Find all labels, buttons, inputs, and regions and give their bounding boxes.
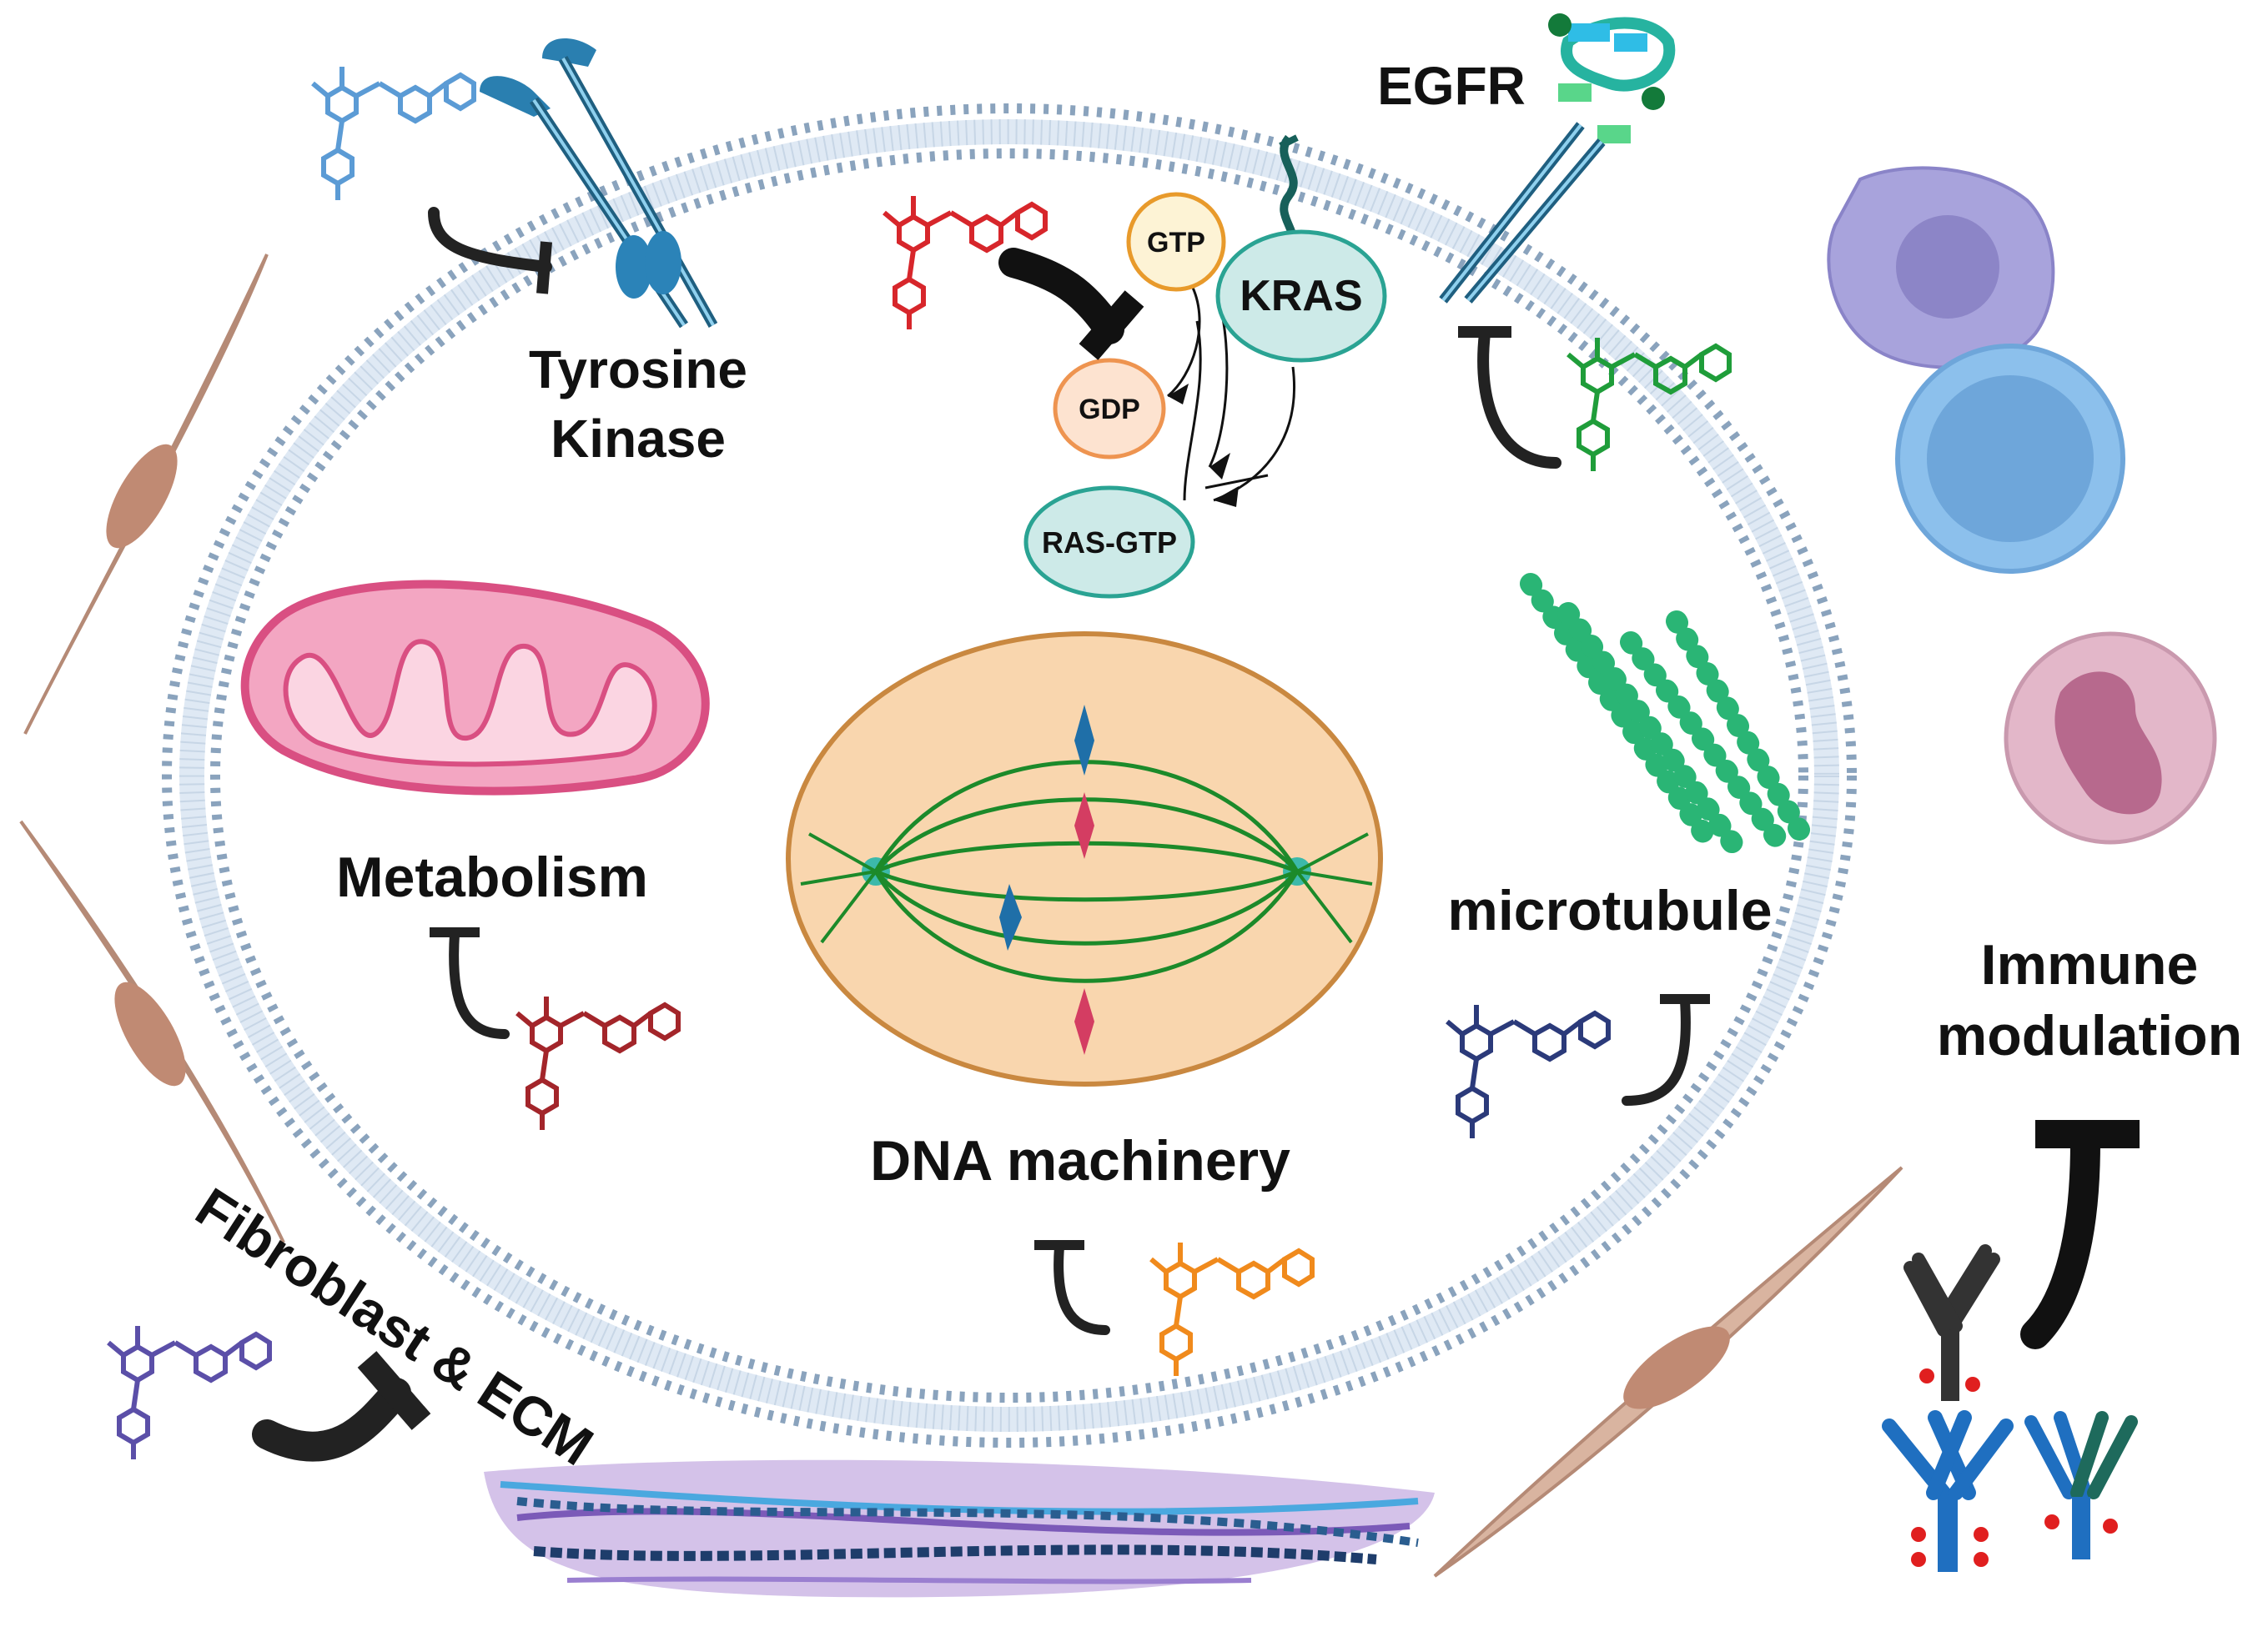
immune-modulation-label-line1: Immune [1981,933,2199,997]
inhibition-t-bar-icon [430,927,510,1039]
microtubule-label: microtubule [1447,879,1772,942]
mitotic-spindle-icon [786,631,1383,1087]
immune-cell-icon [2004,631,2217,845]
ras-gtp-label: RAS-GTP [1042,525,1177,560]
ras-gtp-node [1023,485,1195,599]
immune-cell-icon [1895,344,2125,574]
inhibition-t-bar-icon [1458,326,1561,469]
fibroblast-cell-icon [1433,1166,1903,1578]
drug-molecule-icon [313,67,474,200]
cell-membrane [162,103,1857,1448]
inhibition-t-bar-icon [998,248,1144,360]
drug-molecule-icon [1447,1005,1608,1138]
drug-molecule-icon [517,997,678,1130]
fibroblast-cell-icon [19,820,285,1243]
gdp-node [1053,358,1166,459]
antibody-icon [2024,1411,2138,1559]
inhibition-t-bar-icon [2020,1120,2140,1349]
gdp-label: GDP [1079,394,1140,425]
tyrosine-kinase-label-line2: Kinase [551,409,726,469]
fibroblast-ecm-label: Fibroblast & ECM [185,1176,604,1478]
inhibition-t-bar-icon [1622,994,1710,1106]
tyrosine-kinase-receptor-icon [480,38,718,329]
gtp-node [1126,192,1226,292]
microtubule-icon [1520,573,1813,857]
egfr-receptor-icon [1439,13,1676,304]
gtp-label: GTP [1147,227,1205,259]
egfr-label: EGFR [1377,56,1526,116]
fibroblast-cell-icon [23,254,269,735]
tyrosine-kinase-label-line1: Tyrosine [529,339,747,399]
immune-cell-icon [1827,166,2055,369]
inhibition-t-bar-icon [1034,1240,1110,1335]
antibody-icon [1903,1244,2000,1401]
metabolism-label: Metabolism [336,846,648,909]
drug-molecule-icon [1151,1243,1312,1376]
immune-modulation-label-line2: modulation [1937,1004,2242,1067]
extracellular-matrix-icon [484,1459,1435,1598]
inhibition-t-bar-icon [428,207,552,294]
kras-node [1215,229,1387,363]
dna-machinery-label: DNA machinery [870,1129,1290,1193]
kras-label: KRAS [1240,272,1362,320]
antibody-icon [1882,1410,2014,1572]
drug-molecule-icon [108,1326,269,1459]
mitochondrion-icon [240,580,710,796]
inhibition-t-bar-icon [252,1351,431,1462]
